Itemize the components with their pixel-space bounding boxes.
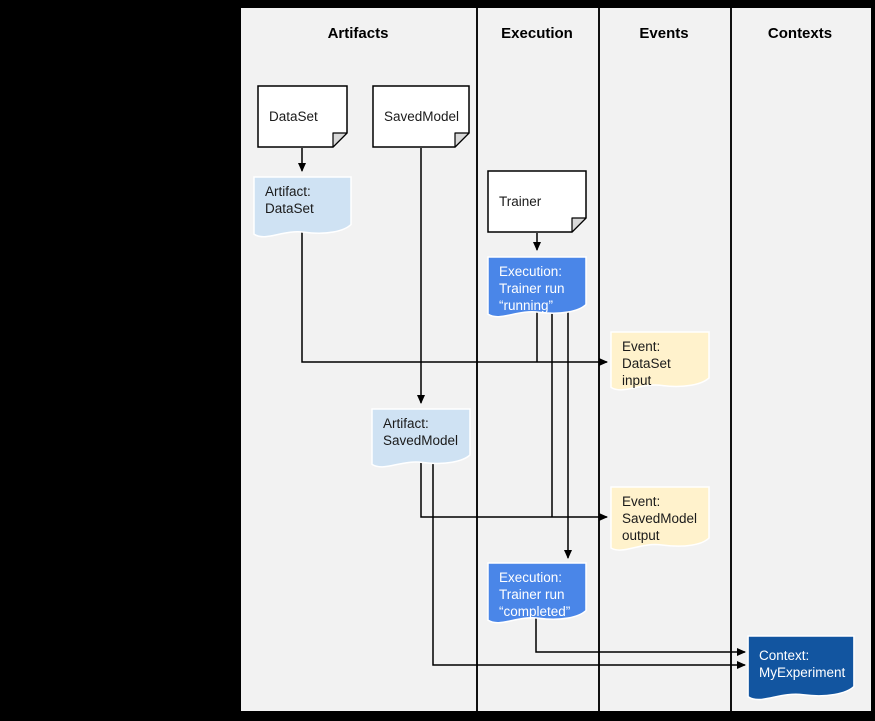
lane-title-contexts: Contexts <box>767 25 833 42</box>
node-artifact-dataset: Artifact: DataSet <box>253 176 352 240</box>
node-label: Execution: Trainer run “completed” <box>499 570 571 619</box>
wave-shape <box>610 331 710 393</box>
node-label: Trainer <box>499 193 542 209</box>
wave-shape <box>487 256 587 320</box>
document-shape <box>487 170 587 233</box>
folded-corner-icon <box>332 132 348 148</box>
folded-corner-icon <box>454 132 470 148</box>
wave-shape <box>487 562 587 626</box>
wave-shape <box>371 408 471 470</box>
node-artifact-savedmodel: Artifact: SavedModel <box>371 408 471 470</box>
node-label: Context: MyExperiment <box>759 648 846 680</box>
wave-shape <box>610 486 710 552</box>
lane-title-execution: Execution <box>501 25 573 42</box>
node-execution-trainer-completed: Execution: Trainer run “completed” <box>487 562 587 626</box>
lane-title-artifacts: Artifacts <box>327 25 389 42</box>
node-context-myexperiment: Context: MyExperiment <box>747 635 855 703</box>
node-label: DataSet <box>269 108 318 124</box>
lane-title-events: Events <box>639 25 689 42</box>
node-execution-trainer-running: Execution: Trainer run “running” <box>487 256 587 320</box>
document-shape <box>257 85 348 148</box>
wave-shape <box>747 635 855 703</box>
node-label: Artifact: DataSet <box>265 184 314 216</box>
node-label: Event: SavedModel output <box>622 494 698 543</box>
node-label: Event: DataSet input <box>622 339 671 388</box>
node-event-dataset-input: Event: DataSet input <box>610 331 710 393</box>
connector-execution-completed-to-context <box>535 614 746 656</box>
node-label: SavedModel <box>384 108 460 124</box>
document-shape <box>372 85 470 148</box>
lane-divider-artifacts-execution <box>476 8 478 711</box>
lane-divider-events-contexts <box>730 8 732 711</box>
node-event-savedmodel-output: Event: SavedModel output <box>610 486 710 552</box>
node-savedmodel-document: SavedModel <box>372 85 470 148</box>
connector-artifact-savedmodel-to-context <box>432 456 746 669</box>
connector-artifact-dataset-to-event-input <box>301 228 608 366</box>
lane-divider-execution-events <box>598 8 600 711</box>
connector-artifact-savedmodel-to-event-output <box>420 456 608 521</box>
node-label: Artifact: SavedModel <box>383 416 459 448</box>
node-dataset-document: DataSet <box>257 85 348 148</box>
wave-shape <box>253 176 352 240</box>
node-trainer-document: Trainer <box>487 170 587 233</box>
node-label: Execution: Trainer run “running” <box>499 264 565 313</box>
folded-corner-icon <box>571 217 587 233</box>
